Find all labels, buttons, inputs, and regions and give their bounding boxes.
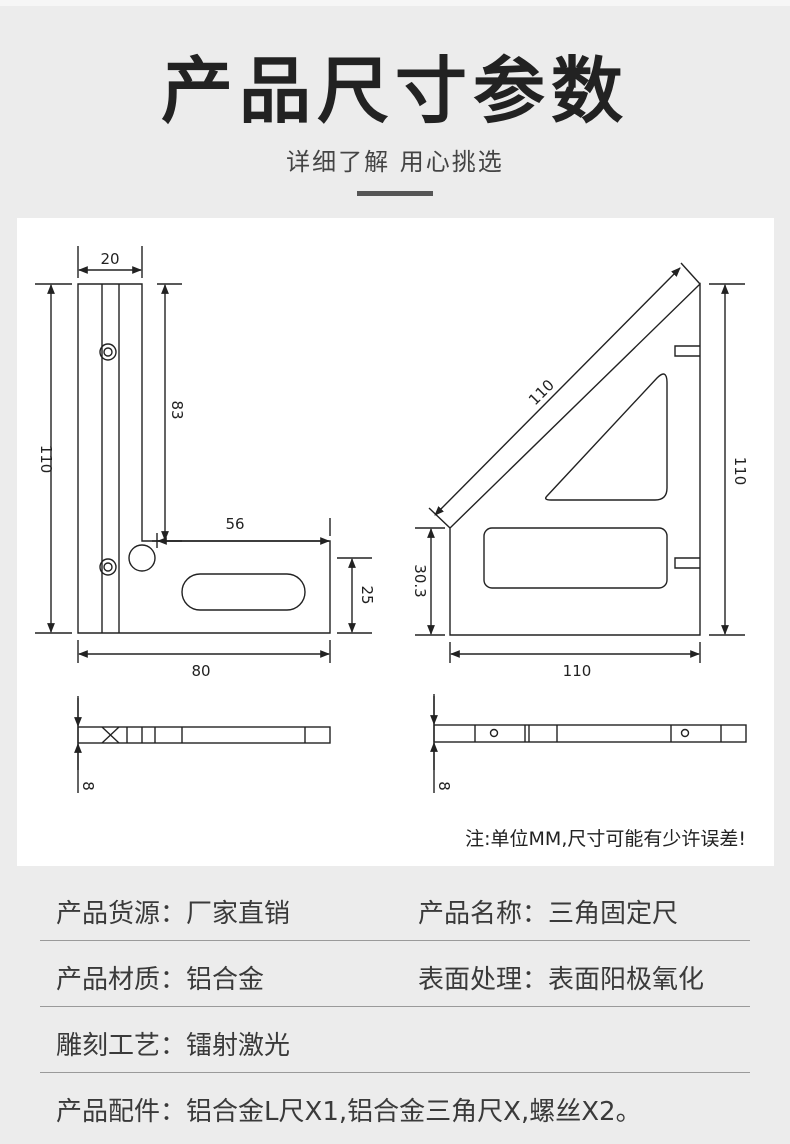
spec-item-source: 产品货源：厂家直销 (56, 899, 291, 929)
l-foot-height-label: 25 (358, 585, 376, 604)
title-underline (357, 191, 433, 196)
l-width-label: 20 (100, 250, 119, 268)
triangle-square-dimensions (415, 262, 745, 663)
l-total-length-label: 80 (191, 662, 210, 680)
l-square-dimensions (35, 246, 372, 663)
spec-label: 表面处理 (418, 965, 523, 995)
tri-base-length-label: 110 (563, 662, 592, 680)
triangle-square-side-view (430, 694, 747, 793)
spec-item-finish: 表面处理：表面阳极氧化 (418, 965, 705, 995)
spec-label: 产品货源 (56, 899, 161, 929)
spec-label: 雕刻工艺 (56, 1031, 161, 1061)
spec-value: 表面阳极氧化 (548, 965, 705, 995)
tri-height-label: 110 (731, 457, 749, 486)
spec-table: 产品货源：厂家直销 产品名称：三角固定尺 产品材质：铝合金 表面处理：表面阳极氧… (40, 875, 750, 1138)
triangle-square-outline (449, 282, 701, 636)
spec-label: 产品材质 (56, 965, 161, 995)
unit-note: 注:单位MM,尺寸可能有少许误差! (465, 828, 746, 850)
spec-value: 厂家直销 (186, 899, 291, 929)
l-thickness-label: 8 (79, 781, 97, 791)
spec-value: 铝合金L尺X1,铝合金三角尺X,螺丝X2。 (186, 1097, 642, 1127)
page-title: 产品尺寸参数 (160, 49, 629, 133)
spec-item-engraving: 雕刻工艺：镭射激光 (56, 1031, 291, 1061)
spec-label: 产品名称 (418, 899, 523, 929)
spec-item-name: 产品名称：三角固定尺 (418, 899, 679, 929)
spec-row: 产品材质：铝合金 表面处理：表面阳极氧化 (40, 941, 750, 1007)
spec-row: 产品货源：厂家直销 产品名称：三角固定尺 (40, 875, 750, 941)
l-square-outline (77, 283, 331, 634)
spec-item-material: 产品材质：铝合金 (56, 965, 265, 995)
top-strip (0, 0, 790, 6)
l-height-label: 110 (37, 445, 55, 474)
spec-row: 产品配件：铝合金L尺X1,铝合金三角尺X,螺丝X2。 (40, 1073, 750, 1138)
spec-label: 产品配件 (56, 1097, 161, 1127)
spec-value: 三角固定尺 (548, 899, 679, 929)
l-inner-height-label: 83 (168, 400, 186, 419)
spec-value: 铝合金 (186, 965, 265, 995)
spec-item-accessories: 产品配件：铝合金L尺X1,铝合金三角尺X,螺丝X2。 (56, 1097, 642, 1127)
tri-thickness-label: 8 (435, 781, 453, 791)
spec-value: 镭射激光 (186, 1031, 291, 1061)
dimension-drawing-panel: 20 110 83 56 25 80 8 110 110 30.3 110 8 … (17, 218, 774, 866)
tri-base-height-label: 30.3 (411, 564, 429, 597)
tri-hypotenuse-label: 110 (525, 376, 558, 409)
spec-row: 雕刻工艺：镭射激光 (40, 1007, 750, 1073)
technical-drawing: 20 110 83 56 25 80 8 110 110 30.3 110 8 (35, 246, 749, 793)
page-subtitle: 详细了解 用心挑选 (286, 148, 504, 176)
l-square-side-view (74, 696, 331, 793)
l-inner-length-label: 56 (225, 515, 244, 533)
